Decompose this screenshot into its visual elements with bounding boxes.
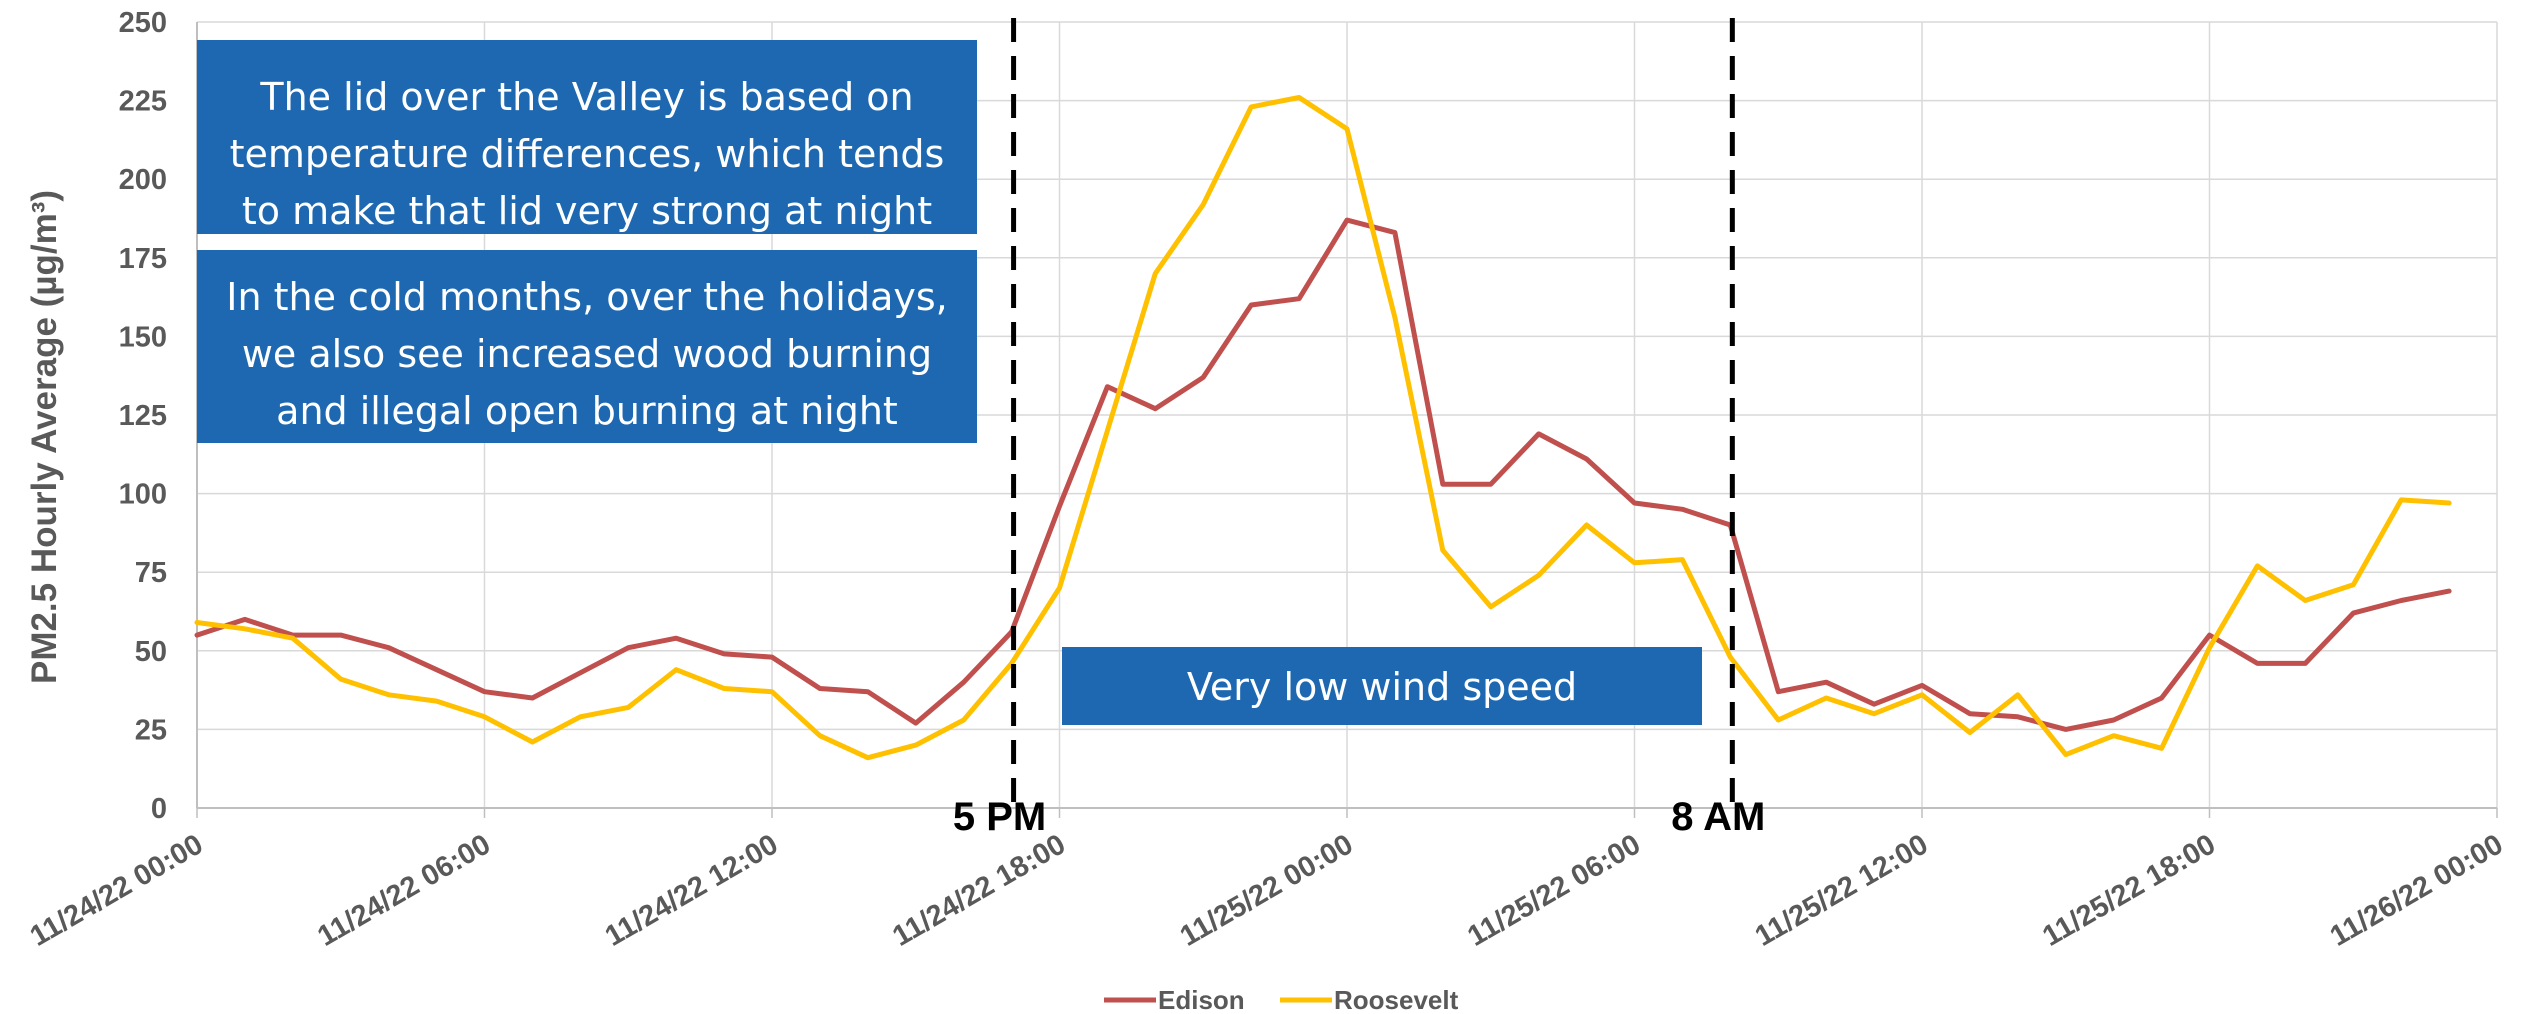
x-tick-label: 11/25/22 00:00 <box>1175 828 1359 952</box>
y-tick-label: 250 <box>119 7 167 39</box>
callout-box <box>1062 647 1702 725</box>
series-lines <box>194 95 2452 761</box>
legend-label: Edison <box>1158 985 1245 1014</box>
callout-box <box>197 40 977 234</box>
callout-boxes: The lid over the Valley is based on tempe… <box>197 40 1702 725</box>
y-tick-label: 50 <box>135 636 167 668</box>
series-line-roosevelt <box>194 95 2452 761</box>
callout-text-line: temperature differences, which tends <box>230 132 945 176</box>
y-tick-label: 150 <box>119 321 167 353</box>
x-axis-ticks: 11/24/22 00:00 11/24/22 06:00 11/24/22 12:… <box>25 828 2509 952</box>
y-tick-label: 175 <box>119 243 167 275</box>
y-tick-label: 225 <box>119 86 167 118</box>
callout-text-line: Very low wind speed <box>1187 665 1577 709</box>
x-tick-label: 11/25/22 12:00 <box>1750 828 1934 952</box>
y-tick-label: 125 <box>119 400 167 432</box>
legend-label: Roosevelt <box>1334 985 1459 1014</box>
x-tick-label: 11/25/22 18:00 <box>2037 828 2221 952</box>
callout-text-line: to make that lid very strong at night <box>242 189 932 233</box>
legend: Edison Roosevelt <box>1104 985 1459 1014</box>
x-tick-label: 11/26/22 00:00 <box>2325 828 2509 952</box>
time-markers: 5 PM 8 AM <box>953 18 1765 839</box>
callout-text-line: In the cold months, over the holidays, <box>226 275 947 319</box>
y-tick-label: 75 <box>135 557 167 589</box>
x-tick-label: 11/24/22 12:00 <box>600 828 784 952</box>
x-tick-label: 11/25/22 06:00 <box>1462 828 1646 952</box>
callout-box <box>197 250 977 443</box>
series-line-edison <box>194 217 2452 732</box>
x-tick-label: 11/24/22 18:00 <box>887 828 1071 952</box>
y-axis-label: PM2.5 Hourly Average (µg/m³) <box>25 190 64 684</box>
y-tick-label: 0 <box>151 793 167 825</box>
marker-label: 5 PM <box>953 795 1046 839</box>
callout-text-line: The lid over the Valley is based on <box>259 75 913 119</box>
y-tick-label: 200 <box>119 164 167 196</box>
y-tick-label: 25 <box>135 714 167 746</box>
x-tick-label: 11/24/22 06:00 <box>312 828 496 952</box>
y-tick-label: 100 <box>119 479 167 511</box>
x-tick-label: 11/24/22 00:00 <box>25 828 209 952</box>
callout-text-line: and illegal open burning at night <box>276 389 898 433</box>
y-axis-ticks: 0 25 50 75 100 125 150 175 200 225 250 <box>119 7 167 825</box>
callout-text-line: we also see increased wood burning <box>242 332 932 376</box>
marker-label: 8 AM <box>1671 795 1765 839</box>
